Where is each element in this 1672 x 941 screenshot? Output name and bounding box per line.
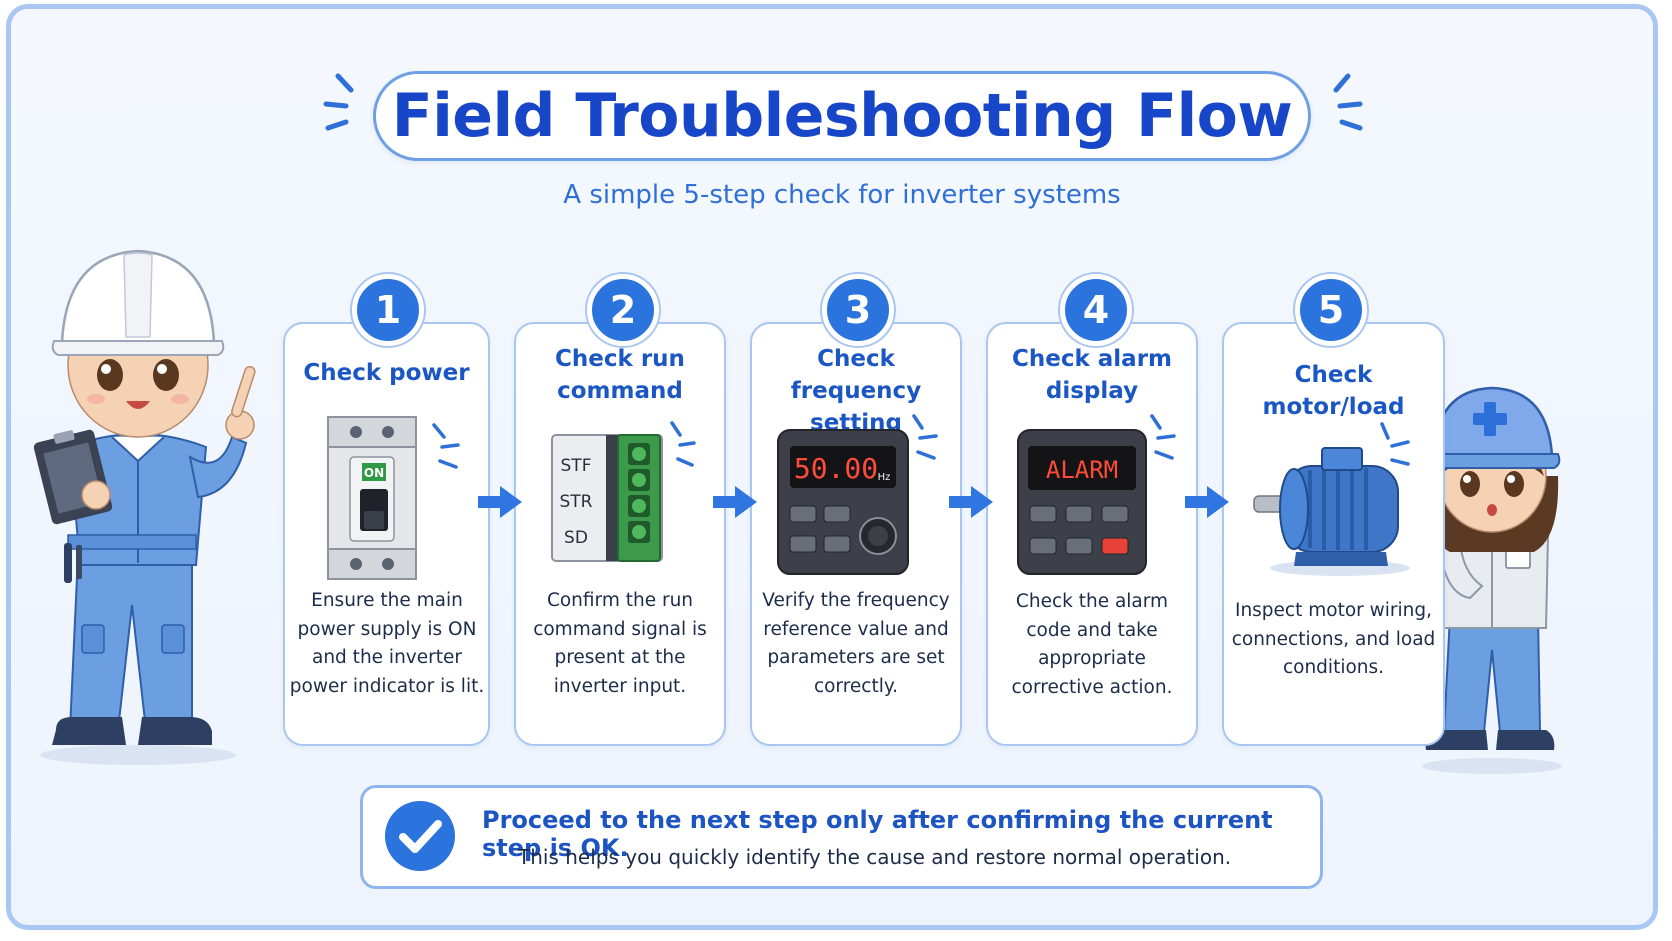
flow-arrow-icon-3 xyxy=(949,486,993,518)
footer-sub-text: This helps you quickly identify the caus… xyxy=(518,845,1232,869)
engineer-pointing-illustration xyxy=(33,249,256,765)
footer-main-text: Proceed to the next step only after conf… xyxy=(482,806,1273,862)
step-card-1 xyxy=(283,322,490,746)
title-banner xyxy=(373,71,1311,161)
frequency-display: 50.00 xyxy=(794,452,878,485)
terminal-label-stf: STF xyxy=(561,456,592,476)
breaker-on-label: ON xyxy=(364,466,384,480)
step-number-badge-5: 5 xyxy=(1295,274,1367,346)
step-title-5: Check motor/load xyxy=(1262,362,1405,420)
checkmark-icon xyxy=(385,801,455,871)
frequency-unit: Hz xyxy=(878,472,891,483)
step-description-3: Verify the frequency reference value and… xyxy=(762,590,950,697)
step-number-badge-1: 1 xyxy=(352,274,424,346)
flow-arrow-icon-4 xyxy=(1185,486,1229,518)
step-description-4: Check the alarm code and take appropriat… xyxy=(1011,591,1173,698)
step-title-4: Check alarm display xyxy=(1011,346,1173,404)
step-description-2: Confirm the run command signal is presen… xyxy=(533,590,707,697)
step-title-2: Check run command xyxy=(555,346,685,404)
flow-arrow-icon-1 xyxy=(478,486,522,518)
page-title: Field Troubleshooting Flow xyxy=(391,81,1293,151)
step-number-badge-2: 2 xyxy=(587,274,659,346)
circuit-breaker-icon: ON xyxy=(327,416,460,580)
title-sparkle-left-icon xyxy=(323,73,354,131)
step-number-badge-3: 3 xyxy=(822,274,894,346)
inverter-keypad-icon: 50.00 Hz xyxy=(777,414,938,575)
step-number-badge-4: 4 xyxy=(1060,274,1132,346)
alarm-display: ALARM xyxy=(1046,456,1118,484)
page-subtitle: A simple 5-step check for inverter syste… xyxy=(563,180,1121,210)
step-title-1: Check power xyxy=(303,360,470,386)
title-sparkle-right-icon xyxy=(1333,73,1363,131)
terminal-label-sd: SD xyxy=(564,528,588,548)
step-description-1: Ensure the main power supply is ON and t… xyxy=(289,590,485,697)
footer-note-box xyxy=(360,785,1323,889)
alarm-keypad-icon: ALARM xyxy=(1017,414,1176,575)
terminal-label-str: STR xyxy=(560,492,593,512)
step-description-5: Inspect motor wiring, connections, and l… xyxy=(1231,600,1436,678)
electric-motor-icon xyxy=(1253,422,1410,576)
terminal-block-icon: STF STR SD xyxy=(551,421,696,562)
flow-arrow-icon-2 xyxy=(713,486,757,518)
